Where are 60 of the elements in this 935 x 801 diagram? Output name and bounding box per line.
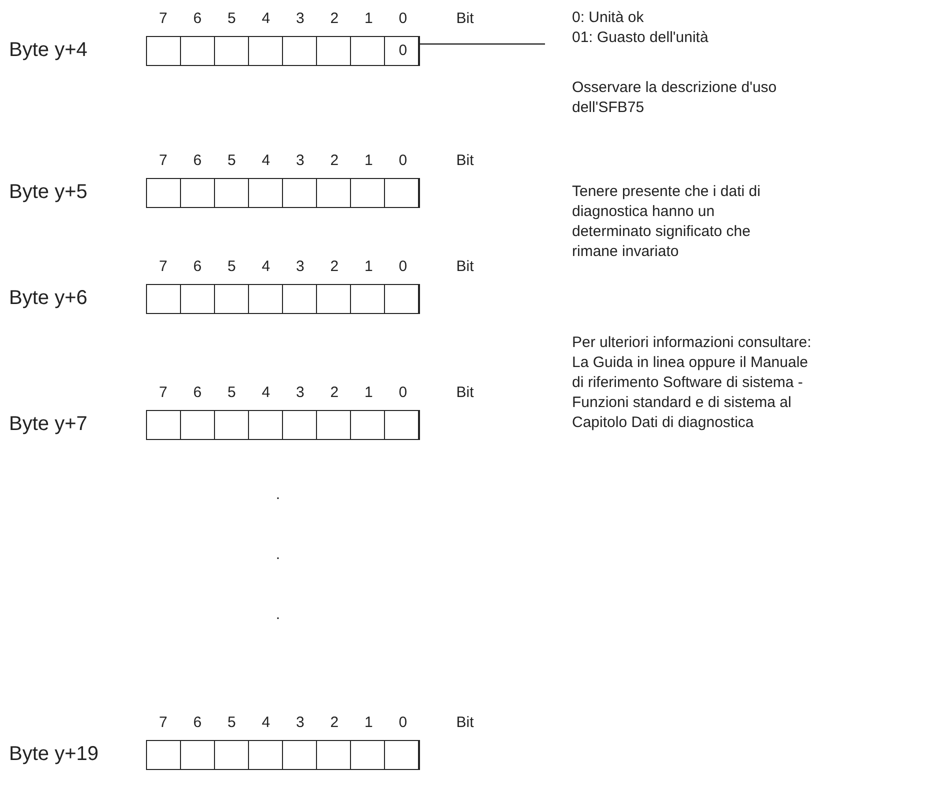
bit-number: 0 [398,714,408,731]
bit-number: 6 [192,384,203,401]
bit-number: 3 [294,258,306,275]
bit-number: 1 [363,258,374,275]
byte-label: Byte y+7 [9,413,88,436]
bit-number: 1 [363,384,374,401]
bit-number: 6 [192,714,203,731]
byte-label: Byte y+5 [9,181,88,204]
bit-value: 0 [398,42,408,59]
bit-number: 7 [158,384,168,401]
status-text: 01: Guasto dell'unità [572,28,710,48]
bit-number: 4 [260,10,272,27]
bit-number: 4 [260,714,272,731]
bit-number: 2 [329,384,340,401]
bit-number: 2 [329,714,340,731]
bit-caption: Bit [455,152,475,169]
bit-number: 0 [398,384,408,401]
bit-caption: Bit [455,10,475,27]
bit-number: 7 [158,714,168,731]
bit-number: 5 [226,258,237,275]
byte-label: Byte y+4 [9,39,88,62]
bit-caption: Bit [455,384,475,401]
bit-number: 7 [158,10,168,27]
bit-number: 6 [192,152,203,169]
bit-number: 0 [398,152,408,169]
note-text: Osservare la descrizione d'uso dell'SFB75 [572,78,778,118]
bit-number: 3 [294,10,306,27]
bit-number: 1 [363,10,374,27]
bit-number: 0 [398,10,408,27]
ellipsis-dot: . [274,606,282,623]
bit-number: 4 [260,152,272,169]
bit-number: 1 [363,152,374,169]
bit-number: 4 [260,384,272,401]
bit-number: 2 [329,152,340,169]
bit-number: 2 [329,10,340,27]
bit-caption: Bit [455,258,475,275]
bit-number: 3 [294,714,306,731]
note-text: Per ulteriori informazioni consultare: La Guida in linea oppure il Manuale di riferimento Software di sistema - Funzioni standard e di sistema al Capitolo Dati di diagnostica [572,333,812,433]
bit-number: 4 [260,258,272,275]
ellipsis-dot: . [274,546,282,563]
bit-number: 5 [226,384,237,401]
note-text: Tenere presente che i dati di diagnostica hanno un determinato significato che rimane invariato [572,182,762,262]
status-text: 0: Unità ok [572,8,645,28]
bit-number: 5 [226,152,237,169]
byte-label: Byte y+19 [9,743,99,766]
byte-label: Byte y+6 [9,287,88,310]
bit-number: 3 [294,152,306,169]
bit-number: 6 [192,258,203,275]
bit-number: 5 [226,10,237,27]
bit-number: 7 [158,258,168,275]
ellipsis-dot: . [274,486,282,503]
bit-number: 2 [329,258,340,275]
bit-number: 6 [192,10,203,27]
leader-line [420,43,545,45]
bit-number: 7 [158,152,168,169]
bit-caption: Bit [455,714,475,731]
bit-number: 0 [398,258,408,275]
bit-number: 1 [363,714,374,731]
bit-number: 3 [294,384,306,401]
bit-number: 5 [226,714,237,731]
